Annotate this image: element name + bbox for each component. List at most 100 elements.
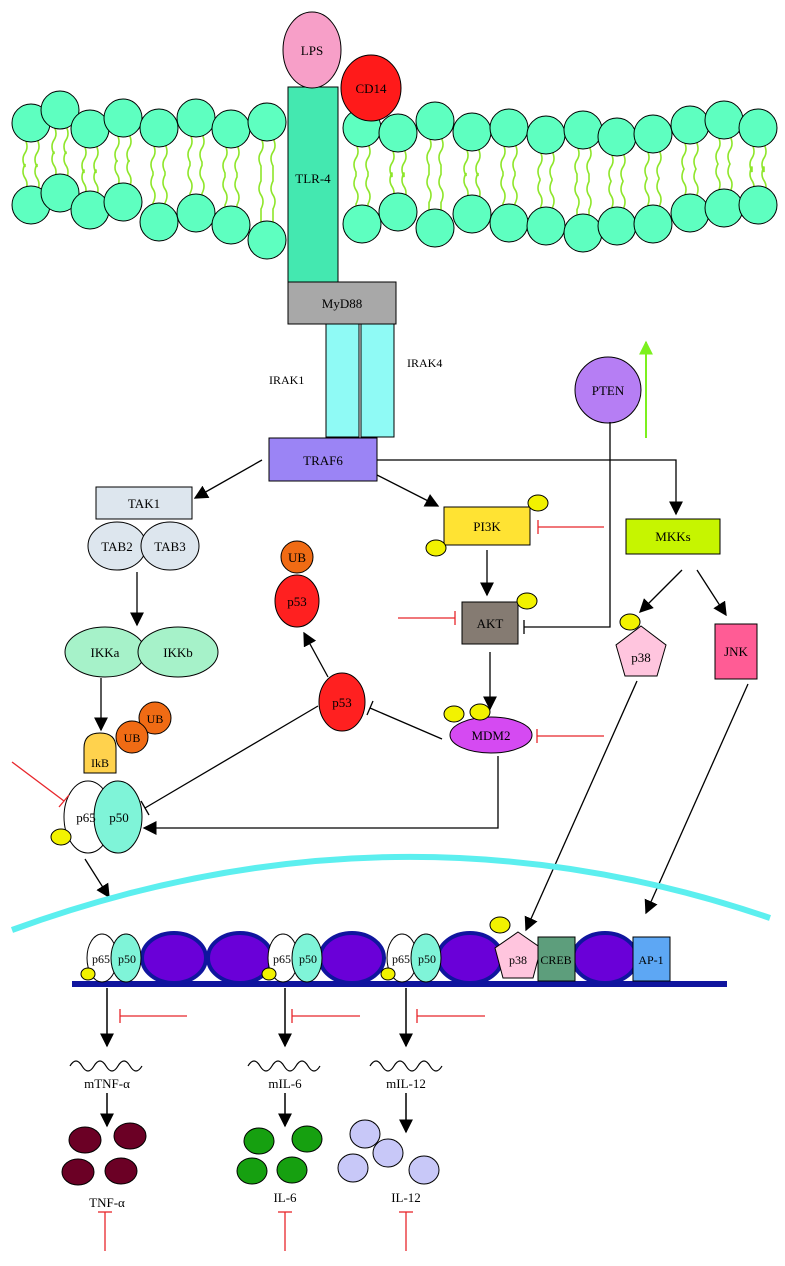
lipid-head	[704, 100, 744, 140]
lipid-head	[563, 110, 603, 150]
lipid-head	[526, 206, 566, 246]
lipid-tail	[93, 144, 99, 198]
traf6-label: TRAF6	[303, 453, 343, 468]
lipid-tail	[608, 152, 614, 210]
phospho-dot	[527, 494, 549, 512]
creb-label: CREB	[540, 953, 571, 967]
pi3k-node: PI3K	[425, 494, 549, 557]
nuc-p38-label: p38	[509, 953, 527, 967]
lipid-head	[563, 213, 603, 253]
lipid-tail	[150, 143, 156, 206]
jnk-node: JNK	[714, 623, 758, 680]
lipid-head	[633, 204, 673, 244]
pathway-arrows	[84, 459, 749, 932]
tlr4-label: TLR-4	[295, 171, 331, 186]
ikk-complex: IKKa IKKb	[64, 626, 219, 678]
nucleosomes	[140, 931, 639, 985]
lipid-tail	[365, 143, 371, 208]
lipid-head	[247, 220, 287, 260]
lipid-tail	[693, 140, 699, 198]
phospho-dot	[516, 592, 538, 610]
ap1-label: AP-1	[638, 953, 663, 967]
irak1-label: IRAK1	[269, 373, 304, 387]
mrna-tnf-label: mTNF-α	[84, 1076, 130, 1091]
lipid-tail	[500, 143, 506, 207]
lipid-tail	[715, 135, 721, 193]
lipid-tail	[199, 133, 205, 197]
lipid-head	[342, 204, 382, 244]
p38-node: p38	[615, 613, 667, 677]
p53-ub-label: p53	[287, 594, 307, 609]
cd14-label: CD14	[355, 81, 387, 96]
il6-label: IL-6	[273, 1190, 297, 1205]
myd88-adaptor: MyD88	[287, 281, 397, 325]
akt-label: AKT	[477, 616, 504, 631]
lipid-tail	[586, 145, 592, 217]
mkks-node: MKKs	[625, 518, 721, 555]
lipid-tail	[222, 144, 228, 209]
irak4-label: IRAK4	[407, 356, 442, 370]
tab3-label: TAB3	[154, 539, 185, 554]
ub-on-p53-label: UB	[288, 550, 306, 565]
mrna-squiggles	[69, 1060, 443, 1072]
lipid-tail	[438, 136, 444, 212]
lipid-tail	[187, 133, 193, 197]
lipid-tail	[644, 149, 650, 208]
p38-label: p38	[631, 650, 651, 665]
lipid-head	[139, 108, 179, 148]
lipid-tail	[681, 140, 687, 198]
pi3k-label: PI3K	[473, 519, 501, 534]
lipid-tail	[353, 143, 359, 208]
irak-complex: IRAK1 IRAK4	[269, 323, 442, 438]
nfkb-dna-complex-1: p65 p50	[80, 933, 142, 983]
lipid-head	[378, 192, 418, 232]
lipid-tail	[426, 136, 432, 212]
lipid-tail	[234, 144, 240, 209]
mkks-label: MKKs	[655, 529, 690, 544]
lipid-tail	[749, 143, 755, 195]
phospho-dot	[425, 539, 447, 557]
tab2-label: TAB2	[101, 539, 132, 554]
ub-label-top: UB	[147, 712, 164, 726]
lipid-tail	[81, 144, 87, 198]
tak1-node: TAK1	[95, 486, 193, 520]
lipid-head	[597, 117, 637, 157]
phospho-dot	[443, 705, 465, 723]
tak1-label: TAK1	[128, 496, 160, 511]
lipid-tail	[126, 133, 132, 189]
lipid-tail	[512, 143, 518, 207]
lipid-head	[70, 190, 110, 230]
p53-node: p53	[318, 672, 366, 732]
lipid-head	[378, 113, 418, 153]
lipid-head	[597, 206, 637, 246]
transcription-arrows	[100, 988, 413, 1134]
lipid-tail	[22, 138, 28, 193]
mrna-il6-label: mIL-6	[268, 1076, 302, 1091]
lipid-tail	[656, 149, 662, 208]
phospho-dot	[380, 967, 396, 981]
lipid-head	[70, 109, 110, 149]
mdm2-label: MDM2	[471, 728, 510, 743]
p53-ub-node: p53 UB	[274, 540, 320, 628]
jnk-label: JNK	[724, 644, 748, 659]
lipid-tail	[258, 137, 264, 224]
lipid-head	[633, 114, 673, 154]
ikka-label: IKKa	[91, 645, 120, 660]
lps-ligand: LPS	[282, 11, 342, 89]
lipid-head	[738, 108, 778, 148]
lipid-tail	[401, 148, 407, 201]
p50-label: p50	[109, 810, 129, 825]
lipid-tail	[34, 138, 40, 193]
nuc-p65-label-3: p65	[392, 952, 410, 966]
nuc-p65-label-1: p65	[92, 952, 110, 966]
lipid-tail	[114, 133, 120, 189]
lipid-head	[211, 205, 251, 245]
nuc-p50-label-2: p50	[299, 952, 317, 966]
lipid-head	[670, 105, 710, 145]
il12-protein-cluster	[337, 1119, 440, 1185]
lipid-tail	[51, 125, 57, 180]
lipid-head	[40, 90, 80, 130]
lipid-tail	[574, 145, 580, 217]
phospho-dot	[80, 967, 96, 981]
cell-membrane-bilayer	[11, 90, 778, 260]
